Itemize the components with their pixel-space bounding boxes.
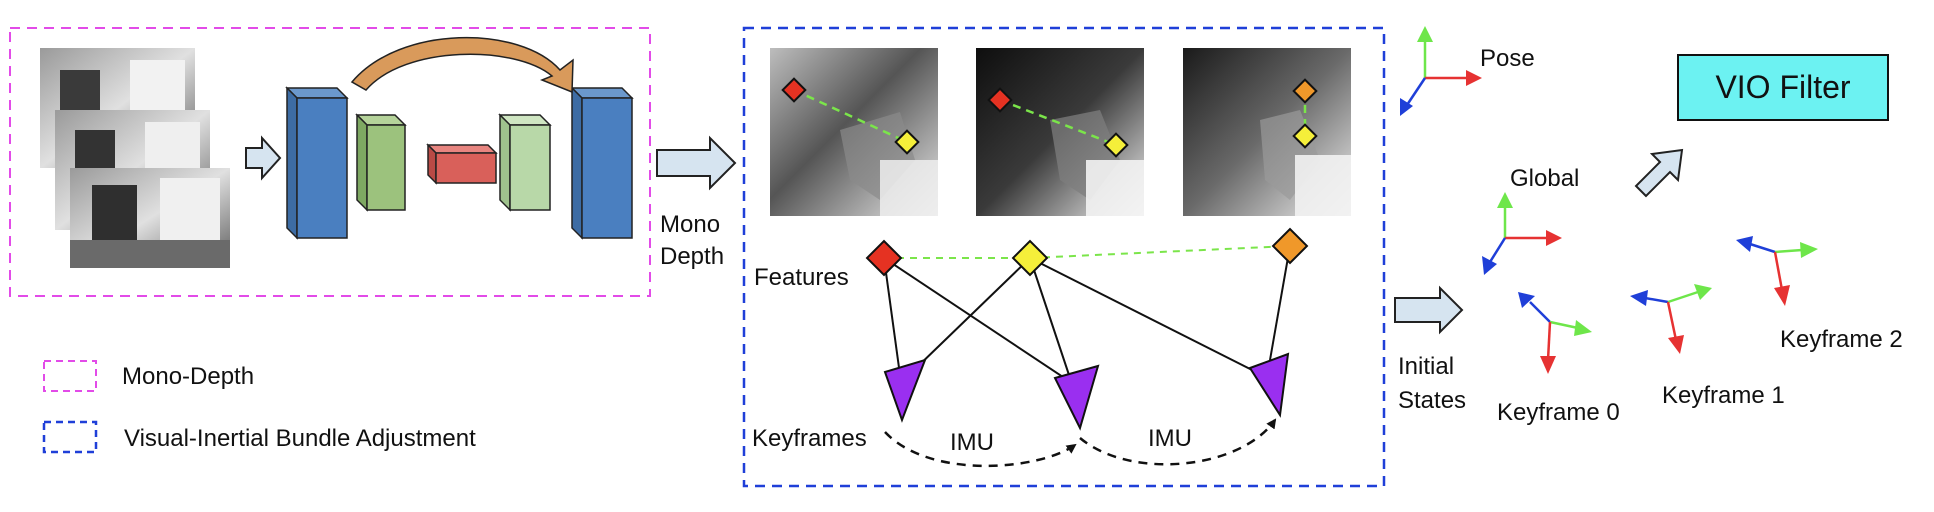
pose-frame-icon [1400,26,1482,116]
keyframe-1-frame-icon [1630,284,1712,354]
depth-map-2 [976,48,1144,216]
keyframe-node-0 [883,358,927,423]
encoder-block-medium [355,113,407,212]
vio-filter-box [1677,54,1889,121]
input-to-network-arrow [245,135,282,181]
depth-map-3-features [1292,78,1318,149]
imu-label-1: IMU [950,429,994,456]
keyframes-label: Keyframes [752,425,867,452]
depth-map-1 [770,48,938,216]
encoder-block-large [285,86,349,240]
depth-map-2-features [987,87,1129,158]
legend: Mono-Depth Visual-Inertial Bundle Adjust… [42,360,476,454]
depth-map-3 [1183,48,1351,216]
mono-to-ba-arrow [656,135,737,191]
feature-red-marker [987,87,1013,113]
legend-label-vi-ba: Visual-Inertial Bundle Adjustment [124,425,476,452]
imu-edge-1 [884,431,1077,468]
features-label: Features [754,264,849,291]
input-image-3 [70,168,230,268]
feature-node-orange [1271,227,1309,265]
decoder-block-large [570,86,634,240]
keyframe-1-label: Keyframe 1 [1662,382,1785,409]
keyframe-2-label: Keyframe 2 [1780,326,1903,353]
ba-to-states-arrow [1394,285,1464,335]
vio-filter-label: VIO Filter [1715,69,1850,105]
feature-yellow-marker [894,129,920,155]
initial-states-label-line2: States [1398,387,1466,414]
states-to-vio-arrow [1634,148,1684,198]
feature-node-red [865,239,903,277]
depth-map-1-features [781,77,920,155]
global-frame-icon [1482,192,1562,275]
decoder-block-medium [498,113,552,212]
legend-label-mono-depth: Mono-Depth [122,363,254,390]
mono-depth-box [9,27,651,297]
bottleneck-block [426,143,498,185]
feature-node-yellow [1011,239,1049,277]
input-image-stack [40,48,230,268]
keyframe-0-label: Keyframe 0 [1497,399,1620,426]
keyframe-node-1 [1053,364,1100,431]
vi-ba-box [742,26,1386,488]
legend-swatch-vi-ba [42,420,98,454]
global-label: Global [1510,165,1579,192]
factor-graph [865,227,1309,468]
keyframe-2-frame-icon [1736,236,1818,306]
pose-label: Pose [1480,45,1535,72]
skip-connection-arrow [350,37,574,94]
depth-network [285,37,634,240]
keyframe-node-2 [1248,352,1290,418]
feature-red-marker [781,77,807,103]
observation-edges [883,245,1291,386]
legend-item-mono-depth: Mono-Depth [43,360,254,392]
imu-label-2: IMU [1148,425,1192,452]
feature-orange-marker [1292,78,1318,104]
initial-states-label-line1: Initial [1398,353,1454,380]
mono-depth-step-label-line2: Depth [660,243,724,270]
mono-depth-step-label-line1: Mono [660,211,720,238]
feature-yellow-marker [1103,132,1129,158]
legend-item-vi-ba: Visual-Inertial Bundle Adjustment [42,420,476,454]
keyframe-0-frame-icon [1518,292,1592,374]
legend-swatch-mono-depth [43,360,97,392]
feature-yellow-marker [1292,123,1318,149]
